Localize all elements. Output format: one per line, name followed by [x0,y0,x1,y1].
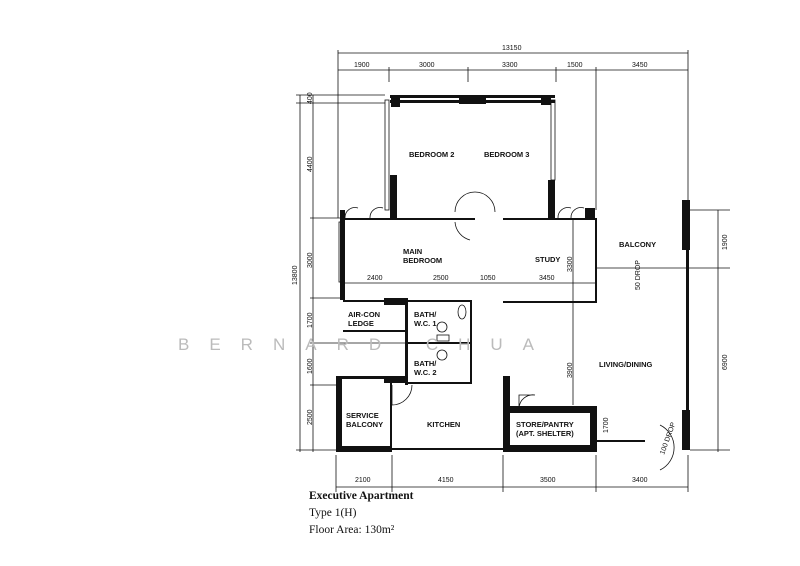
dim-left: 2500 [307,409,314,425]
room-balcony: BALCONY [619,240,656,249]
dim-bottom: 3500 [540,477,556,484]
dim-bottom: 4150 [438,477,454,484]
dim-top-total: 13150 [502,45,522,52]
caption-type: Type 1(H) [309,507,357,519]
dimension-labels: 13150 1900 3000 3300 1500 3450 13800 400… [292,45,729,484]
caption-title: Executive Apartment [309,490,414,502]
watermark: BERNARD CHUA [178,335,554,354]
room-service-balcony-2: BALCONY [346,420,383,429]
drop-label-50: 50 DROP [635,260,642,290]
dim-top: 3300 [502,62,518,69]
room-aircon-ledge: AIR-CON [348,310,380,319]
dim-left: 4400 [307,156,314,172]
dim-inner: 2400 [367,275,383,282]
room-aircon-ledge-2: LEDGE [348,319,374,328]
room-bath-2: BATH/ [414,359,437,368]
room-living-dining: LIVING/DINING [599,360,653,369]
dimension-lines [296,50,730,492]
dim-bottom: 3400 [632,477,648,484]
dim-top: 3450 [632,62,648,69]
dim-inner-vertical: 3900 [567,362,574,378]
dim-inner: 2500 [433,275,449,282]
dim-left: 400 [307,92,314,104]
room-bath-1-2: W.C. 1 [414,319,437,328]
caption-area: Floor Area: 130m² [309,524,395,536]
room-study: STUDY [535,255,560,264]
room-main-bedroom: MAIN [403,247,422,256]
room-bath-1: BATH/ [414,310,437,319]
dim-left: 3000 [307,252,314,268]
dim-right: 6900 [722,354,729,370]
dim-left: 1600 [307,358,314,374]
walls [336,95,690,452]
dim-left-total: 13800 [292,265,299,285]
room-bath-2-2: W.C. 2 [414,368,437,377]
dim-inner: 1050 [480,275,496,282]
dim-top: 3000 [419,62,435,69]
dim-top: 1900 [354,62,370,69]
room-service-balcony: SERVICE [346,411,379,420]
room-main-bedroom-2: BEDROOM [403,256,442,265]
dim-bottom: 2100 [355,477,371,484]
dim-inner-vertical: 1700 [603,417,610,433]
dim-left: 1700 [307,312,314,328]
dim-right: 1900 [722,234,729,250]
room-kitchen: KITCHEN [427,420,460,429]
dim-inner-vertical: 3300 [567,256,574,272]
dim-inner: 3450 [539,275,555,282]
room-store-pantry: STORE/PANTRY [516,420,574,429]
room-store-pantry-2: (APT. SHELTER) [516,429,574,438]
doors-windows [338,99,675,471]
room-bedroom-2: BEDROOM 2 [409,150,454,159]
dim-top: 1500 [567,62,583,69]
room-bedroom-3: BEDROOM 3 [484,150,529,159]
room-labels: BEDROOM 2 BEDROOM 3 MAIN BEDROOM STUDY B… [346,150,678,456]
